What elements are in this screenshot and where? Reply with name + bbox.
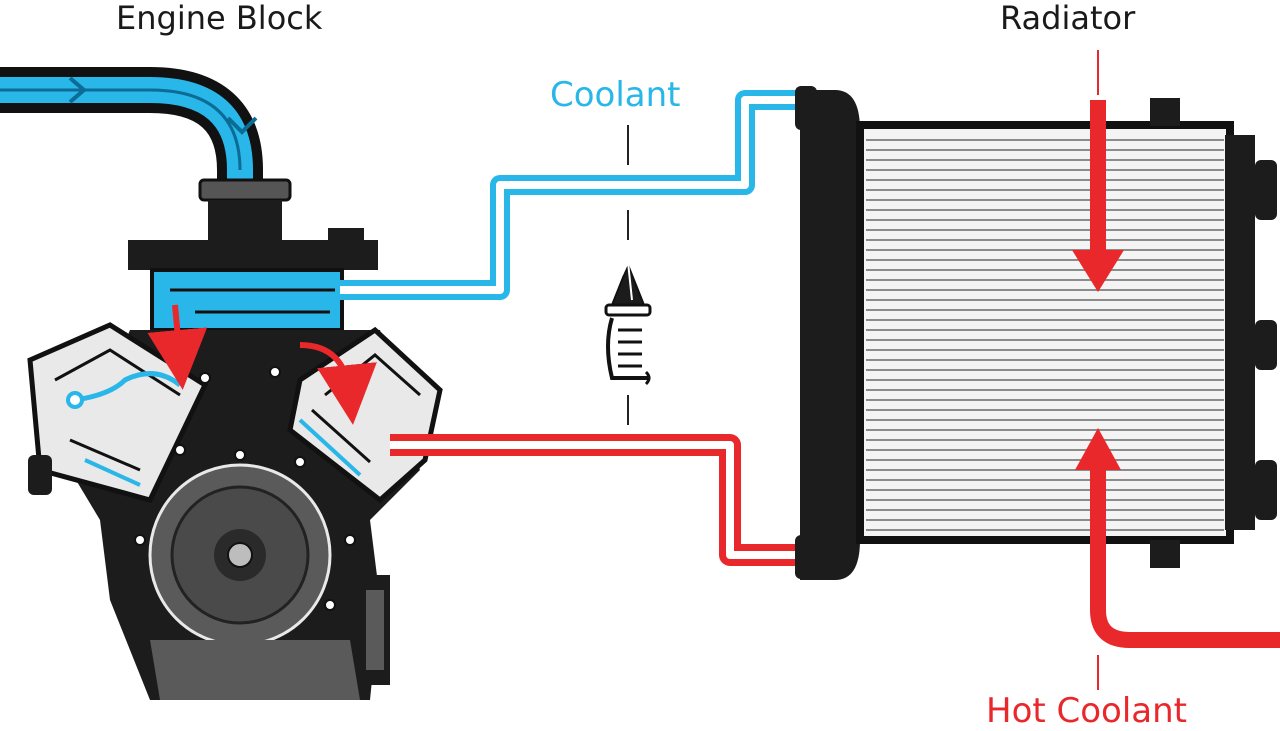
cool-inlet-pipe xyxy=(0,67,263,200)
arrow-down-icon xyxy=(1072,250,1124,292)
coolant-line-upper xyxy=(340,90,800,300)
hot-flow-arrow xyxy=(1090,470,1280,648)
hot-flow-arrow xyxy=(147,304,208,390)
radiator-inlet-tank xyxy=(800,90,860,580)
radiator-outlet-tank xyxy=(1225,135,1255,530)
radiator-label: Radiator xyxy=(1000,0,1136,37)
hot-coolant-label: Hot Coolant xyxy=(986,691,1188,731)
pipe-collar xyxy=(198,178,292,202)
coolant-label: Coolant xyxy=(550,75,681,115)
crank-pulley xyxy=(148,463,332,647)
water-jacket xyxy=(150,268,344,332)
radiator-core xyxy=(856,121,1234,544)
radiator xyxy=(795,86,1277,580)
radiator-cap xyxy=(1150,98,1180,126)
engine-block-label: Engine Block xyxy=(116,0,323,37)
hot-flow-arrow xyxy=(299,342,377,425)
flow-arrow-icon xyxy=(68,76,88,104)
hot-coolant-line-lower xyxy=(390,434,800,566)
flow-arrow-icon xyxy=(226,116,258,135)
pipe-neck xyxy=(208,200,282,240)
arrow-up-icon xyxy=(1075,428,1121,470)
thermostat-icon xyxy=(604,258,652,386)
thermostat-housing-plate xyxy=(128,240,378,270)
